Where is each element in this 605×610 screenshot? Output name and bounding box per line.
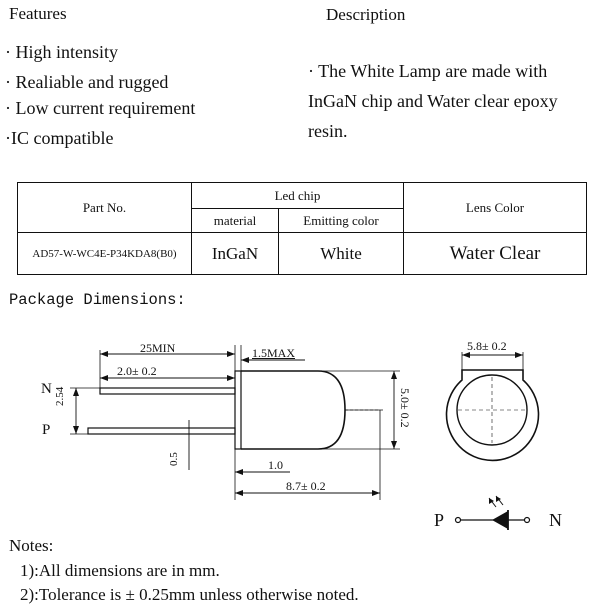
notes-heading: Notes: (9, 536, 54, 555)
feature-item: · Low current requirement (5, 98, 196, 118)
spec-table: Part No. Led chip Lens Color material Em… (17, 182, 587, 275)
dim-lead-length: 25MIN (140, 341, 176, 355)
feature-item: · Realiable and rugged (5, 72, 169, 92)
part-no-header: Part No. (17, 182, 192, 233)
lead-n (99, 387, 236, 395)
part-no-cell: AD57-W-WC4E-P34KDA8(B0) (17, 232, 192, 275)
lead-p (87, 427, 236, 435)
dim-flange-thickness: 1.0 (268, 458, 283, 472)
lens-color-header: Lens Color (403, 182, 587, 233)
dim-lead-to-body: 2.0± 0.2 (117, 364, 157, 378)
dim-flange-diameter: 5.8± 0.2 (467, 339, 507, 353)
lens-color-cell: Water Clear (403, 232, 587, 275)
feature-item: · High intensity (5, 42, 118, 62)
symbol-n-label: N (549, 510, 562, 530)
pin-p-label: P (42, 422, 51, 438)
dim-flange: 1.5MAX (252, 346, 296, 360)
note-item: 1):All dimensions are in mm. (20, 561, 220, 580)
emitting-color-header: Emitting color (278, 208, 404, 233)
dim-body-length: 8.7± 0.2 (286, 479, 326, 493)
dim-lead-width: 0.5 (168, 452, 180, 466)
material-cell: InGaN (191, 232, 279, 275)
dim-pitch: 2.54 (54, 386, 66, 406)
feature-item: ·IC compatible (5, 128, 114, 148)
package-heading: Package Dimensions: (9, 291, 186, 309)
description-heading: Description (326, 5, 406, 24)
note-item: 2):Tolerance is ± 0.25mm unless otherwis… (20, 585, 359, 604)
description-text: · The White Lamp are made with InGaN chi… (308, 61, 558, 141)
features-heading: Features (9, 4, 67, 23)
material-header: material (191, 208, 279, 233)
emitting-color-cell: White (278, 232, 404, 275)
pin-n-label: N (41, 381, 52, 397)
symbol-p-label: P (434, 510, 445, 530)
dim-body-diameter: 5.0± 0.2 (398, 388, 412, 428)
